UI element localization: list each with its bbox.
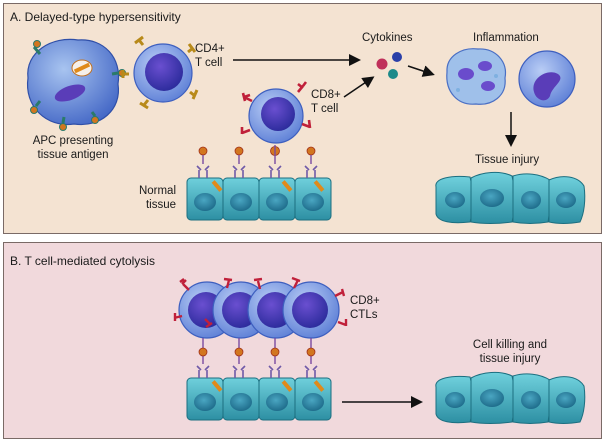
cd4-t-cell	[121, 35, 199, 110]
cd8-t-cell	[240, 81, 312, 144]
normal-tissue-line2: tissue	[145, 199, 176, 211]
inflammation-label: Inflammation	[473, 32, 539, 44]
cytokines-label: Cytokines	[362, 32, 413, 44]
normal-tissue-cells-a	[186, 145, 332, 221]
tissue-injury-label: Tissue injury	[475, 154, 540, 166]
cytokine-molecules	[376, 52, 402, 79]
injured-tissue-cells-a	[435, 171, 586, 224]
ctl-cells	[173, 276, 348, 339]
cd8-label-line1: CD8+	[311, 89, 341, 101]
apc-label-line2: tissue antigen	[37, 149, 109, 161]
cd4-label-line2: T cell	[195, 57, 223, 69]
apc-cell	[26, 38, 126, 131]
cd4-label-line1: CD4+	[195, 43, 225, 55]
ctl-label-line2: CTLs	[350, 309, 378, 321]
arrows-a	[233, 54, 517, 147]
normal-tissue-line1: Normal	[138, 185, 176, 197]
normal-tissue-cells-b	[186, 338, 332, 421]
killing-label-line2: tissue injury	[479, 353, 541, 365]
killing-label-line1: Cell killing and	[472, 339, 548, 351]
inflammation-cells	[446, 48, 576, 108]
injured-tissue-cells-b	[435, 371, 586, 424]
panel-b-title: B. T cell-mediated cytolysis	[10, 254, 155, 268]
ctl-label-line1: CD8+	[350, 295, 380, 307]
panel-a-title: A. Delayed-type hypersensitivity	[10, 10, 181, 24]
apc-label-line1: APC presenting	[32, 135, 114, 147]
cd8-label-line2: T cell	[311, 103, 339, 115]
